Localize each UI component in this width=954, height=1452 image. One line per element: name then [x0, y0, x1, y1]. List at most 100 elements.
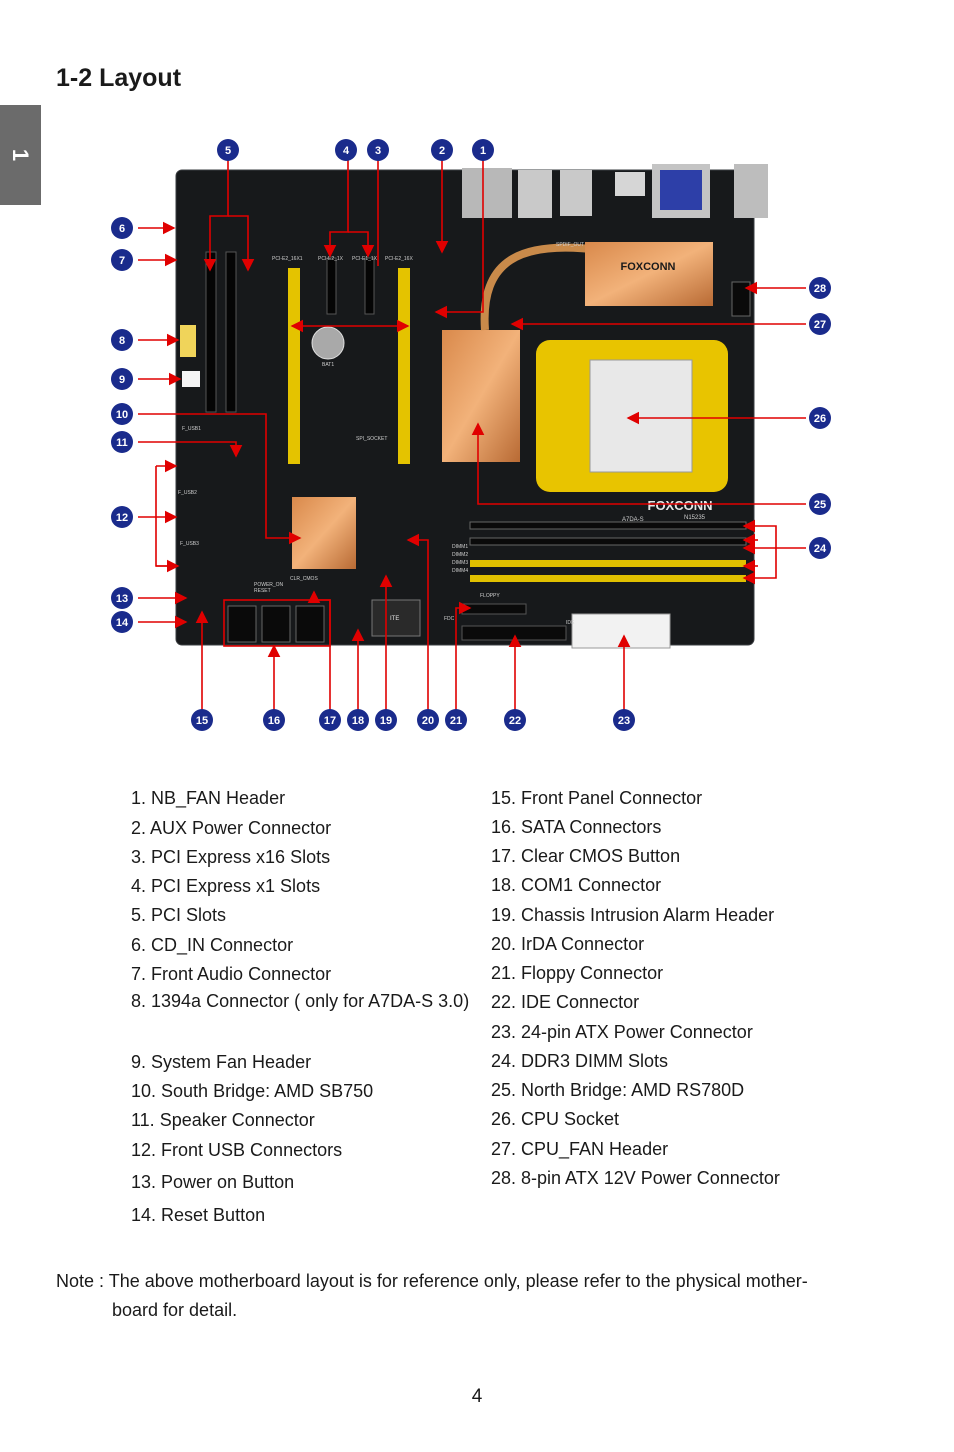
svg-text:16: 16: [268, 715, 280, 727]
svg-text:9: 9: [119, 374, 125, 386]
legend-item-26: 26. CPU Socket: [491, 1109, 620, 1129]
legend-item-28: 28. 8-pin ATX 12V Power Connector: [491, 1168, 780, 1188]
legend-right: 15. Front Panel Connector 16. SATA Conne…: [491, 788, 911, 1198]
silk-spi: SPI_SOCKET: [356, 436, 387, 442]
svg-text:3: 3: [375, 145, 381, 157]
1394-header-shape: [180, 325, 196, 357]
silk-usb2: F_USB2: [178, 490, 197, 496]
silk-ite: ITE: [390, 616, 399, 622]
callout-2: 2: [431, 139, 453, 161]
pcie-x1-slot-2: [364, 257, 375, 315]
sys-fan-header-shape: [182, 371, 200, 387]
svg-text:25: 25: [814, 499, 826, 511]
callout-24: 24: [809, 537, 831, 559]
svg-text:24: 24: [814, 543, 827, 555]
svg-text:26: 26: [814, 413, 826, 425]
legend-item-21: 21. Floppy Connector: [491, 963, 664, 983]
legend-item-23: 23. 24-pin ATX Power Connector: [491, 1022, 753, 1042]
legend-item-16: 16. SATA Connectors: [491, 817, 662, 837]
dimm-slot-1: [469, 521, 747, 530]
svg-text:11: 11: [116, 437, 128, 449]
south-bridge-heatsink: [292, 497, 356, 569]
callout-28: 28: [809, 277, 831, 299]
page-number: 4: [471, 1386, 483, 1407]
silk-pcie1-1: PCI-E2_1X: [318, 256, 344, 262]
note-line-2: board for detail.: [112, 1300, 238, 1320]
callout-15: 15: [191, 709, 213, 731]
legend-item-18: 18. COM1 Connector: [491, 875, 662, 895]
rear-io-vga-port: [660, 170, 702, 210]
callout-19: 19: [375, 709, 397, 731]
pcie-x16-slot-2: [398, 268, 410, 464]
vrm-heatsink: [585, 242, 713, 306]
svg-text:21: 21: [450, 715, 462, 727]
callout-16: 16: [263, 709, 285, 731]
silk-pcie16-1: PCI-E2_16X1: [272, 256, 303, 262]
legend-item-14: 14. Reset Button: [131, 1205, 266, 1225]
silk-pcie1-2: PCI-E1_1X: [352, 256, 378, 262]
legend-item-4: 4. PCI Express x1 Slots: [131, 876, 321, 896]
callout-9: 9: [111, 368, 133, 390]
callout-20: 20: [417, 709, 439, 731]
legend-item-25: 25. North Bridge: AMD RS780D: [491, 1080, 745, 1100]
silk-ide: IDE: [566, 620, 575, 626]
legend-item-19: 19. Chassis Intrusion Alarm Header: [491, 905, 775, 925]
chapter-tab: 1: [0, 105, 41, 205]
svg-text:15: 15: [196, 715, 208, 727]
note-line-1: Note : The above motherboard layout is f…: [56, 1271, 808, 1291]
svg-text:28: 28: [814, 283, 826, 295]
svg-text:1: 1: [480, 145, 486, 157]
leader-lines: [138, 160, 806, 710]
callout-markers: 1 2 3 4 5 6 7 8 9 10 11 12 13 14 15 16 1…: [111, 139, 831, 731]
callout-12: 12: [111, 506, 133, 528]
legend-item-8: 8. 1394a Connector ( only for A7DA-S 3.0…: [131, 991, 470, 1011]
silk-dimm1: DIMM1: [452, 544, 468, 550]
svg-text:8: 8: [119, 335, 125, 347]
callout-11: 11: [111, 431, 133, 453]
legend-item-13: 13. Power on Button: [131, 1172, 295, 1192]
silk-bat: BAT1: [322, 362, 334, 368]
svg-text:4: 4: [343, 145, 350, 157]
silk-floppy: FLOPPY: [480, 593, 500, 599]
pci-slot-1: [205, 251, 217, 413]
sata-port-2: [261, 605, 291, 643]
motherboard-layout-diagram: FOXCONN FOXCONN A7DA-S N15235 PCI-E2_16X…: [111, 139, 831, 731]
callout-22: 22: [504, 709, 526, 731]
sata-port-3: [295, 605, 325, 643]
callout-18: 18: [347, 709, 369, 731]
heatpipe: [480, 243, 601, 331]
note: Note : The above motherboard layout is f…: [56, 1267, 896, 1325]
callout-5: 5: [217, 139, 239, 161]
svg-text:14: 14: [116, 617, 129, 629]
silk-power: POWER_ON: [254, 582, 284, 588]
cpu-socket: [589, 359, 693, 473]
sata-port-1: [227, 605, 257, 643]
svg-text:5: 5: [225, 145, 231, 157]
callout-21: 21: [445, 709, 467, 731]
callout-23: 23: [613, 709, 635, 731]
svg-text:17: 17: [324, 715, 336, 727]
callout-4: 4: [335, 139, 357, 161]
legend-item-15: 15. Front Panel Connector: [491, 788, 703, 808]
ide-connector-shape: [461, 625, 567, 641]
svg-text:18: 18: [352, 715, 364, 727]
silk-clr: CLR_CMOS: [290, 576, 318, 582]
serial-silk: N15235: [684, 515, 706, 521]
rear-io-usb: [560, 170, 592, 216]
rear-io-dvi: [734, 164, 768, 218]
legend-item-2: 2. AUX Power Connector: [131, 818, 332, 838]
page-title: 1-2 Layout: [56, 64, 182, 92]
rear-io-audio: [462, 168, 512, 218]
svg-text:10: 10: [116, 409, 128, 421]
legend-item-7: 7. Front Audio Connector: [131, 964, 332, 984]
model-silk: A7DA-S: [622, 517, 644, 523]
svg-text:22: 22: [509, 715, 521, 727]
silk-fdc: FDC: [444, 616, 455, 622]
legend-item-24: 24. DDR3 DIMM Slots: [491, 1051, 669, 1071]
callout-6: 6: [111, 217, 133, 239]
cmos-battery: [311, 326, 345, 360]
svg-text:12: 12: [116, 512, 128, 524]
pci-slot-2: [225, 251, 237, 413]
callout-27: 27: [809, 313, 831, 335]
svg-text:27: 27: [814, 319, 826, 331]
